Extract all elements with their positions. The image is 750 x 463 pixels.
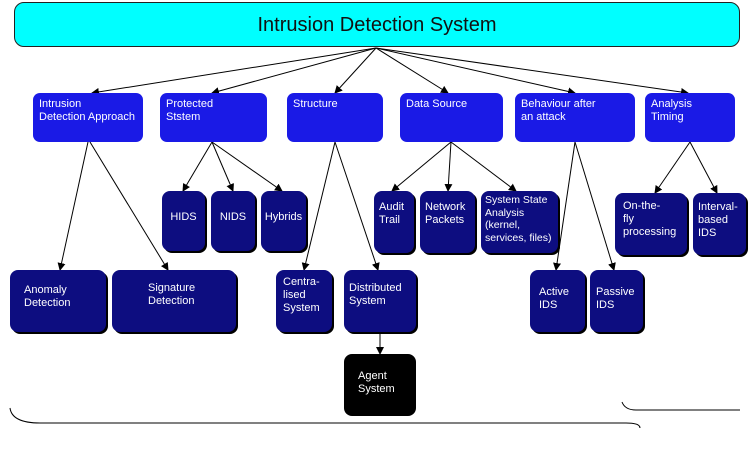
leaf-passive-ids: Passive IDS: [590, 270, 643, 332]
edge-root-behaviour: [375, 47, 576, 96]
category-data-source: Data Source: [400, 93, 503, 142]
leaf-system-state-analysis: System State Analysis (kernel, services,…: [481, 191, 558, 253]
category-behaviour-after-attack: Behaviour after an attack: [515, 93, 635, 142]
edge-timing-onthefly: [654, 141, 691, 194]
edge-datasource-audit: [391, 141, 452, 192]
diagram-title: Intrusion Detection System: [14, 2, 740, 47]
edge-timing-interval: [689, 141, 718, 194]
leaf-interval-based-ids: Interval- based IDS: [693, 193, 746, 255]
category-analysis-timing: Analysis Timing: [645, 93, 735, 142]
leaf-distributed-system: Distributed System: [344, 270, 416, 332]
edge-approach-anomaly: [57, 141, 89, 271]
leaf-audit-trail: Audit Trail: [374, 191, 414, 253]
category-protected-system: Protected Ststem: [160, 93, 267, 142]
edge-protected-hids: [182, 141, 213, 192]
right-brace: [621, 401, 740, 411]
leaf-hybrids: Hybrids: [261, 191, 306, 251]
left-brace: [9, 407, 641, 429]
edge-root-datasource: [375, 47, 449, 94]
edge-root-approach: [91, 47, 377, 96]
edge-root-timing: [375, 47, 689, 96]
edge-datasource-network: [444, 141, 453, 192]
leaf-agent-system: Agent System: [344, 354, 416, 416]
edge-structure-distributed: [334, 141, 380, 271]
leaf-centralised-system: Centra- lised System: [276, 270, 332, 332]
leaf-on-the-fly-processing: On-the- fly processing: [615, 193, 687, 255]
leaf-hids: HIDS: [162, 191, 205, 251]
leaf-network-packets: Network Packets: [420, 191, 475, 253]
leaf-active-ids: Active IDS: [530, 270, 585, 332]
edge-structure-centralised: [301, 141, 336, 271]
edge-behaviour-active: [553, 141, 576, 271]
category-intrusion-detection-approach: Intrusion Detection Approach: [33, 93, 143, 142]
edge-root-protected: [211, 47, 377, 96]
edge-protected-hybrids: [211, 141, 283, 192]
edge-datasource-state: [450, 141, 517, 192]
leaf-anomaly-detection: Anomaly Detection: [10, 270, 106, 332]
edge-root-structure: [334, 47, 377, 94]
category-structure: Structure: [287, 93, 383, 142]
edge-behaviour-passive: [574, 141, 616, 271]
leaf-nids: NIDS: [211, 191, 255, 251]
edge-approach-signature: [89, 141, 169, 271]
leaf-signature-detection: Signature Detection: [112, 270, 236, 332]
edge-protected-nids: [211, 141, 234, 192]
